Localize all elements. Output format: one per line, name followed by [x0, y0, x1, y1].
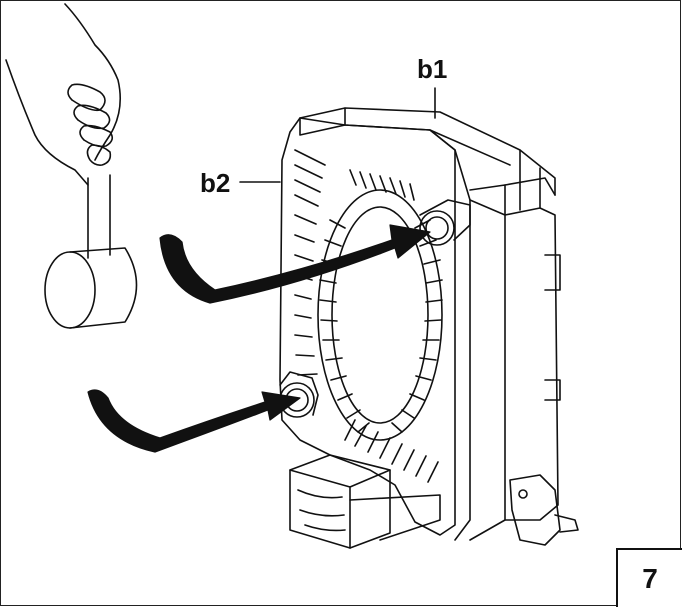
hand-icon	[5, 3, 121, 186]
figure-number-box: 7	[616, 548, 682, 607]
curved-arrow-icon	[87, 224, 431, 453]
label-b1: b1	[417, 54, 448, 84]
mallet-icon	[44, 174, 138, 329]
wooden-block-icon	[289, 454, 441, 549]
label-b2: b2	[200, 168, 231, 198]
figure-number: 7	[642, 562, 658, 594]
